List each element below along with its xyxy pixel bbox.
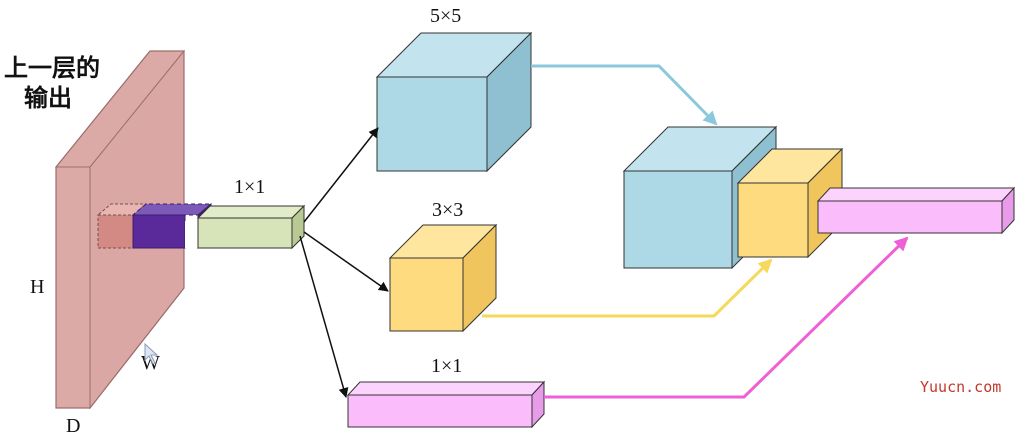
dim-d-label: D — [66, 415, 80, 437]
cursor-icon — [144, 342, 159, 365]
arrow-yellow-concat — [482, 258, 773, 318]
bar-1x1-pink — [346, 380, 546, 429]
branch-1x1-label: 1×1 — [431, 355, 462, 377]
branch-3x3-label: 3×3 — [432, 199, 463, 221]
input-label-line1: 上一层的 — [4, 54, 100, 82]
arrow-to-5x5 — [303, 127, 379, 223]
arrow-to-3x3 — [303, 231, 389, 292]
arrow-to-1x1 — [299, 235, 349, 398]
cube-5x5 — [375, 31, 533, 173]
branch-5x5-label: 5×5 — [430, 5, 461, 27]
conv1-label: 1×1 — [234, 176, 265, 198]
cube-3x3 — [388, 223, 498, 333]
concat-pink — [816, 186, 1016, 235]
conv1x1-bar — [196, 204, 306, 250]
arrow-blue-concat — [531, 64, 718, 126]
arrow-pink-concat — [544, 236, 909, 399]
input-label-line2: 输出 — [24, 84, 72, 112]
watermark-text: Yuucn.com — [920, 378, 1001, 396]
dim-h-label: H — [30, 276, 44, 298]
